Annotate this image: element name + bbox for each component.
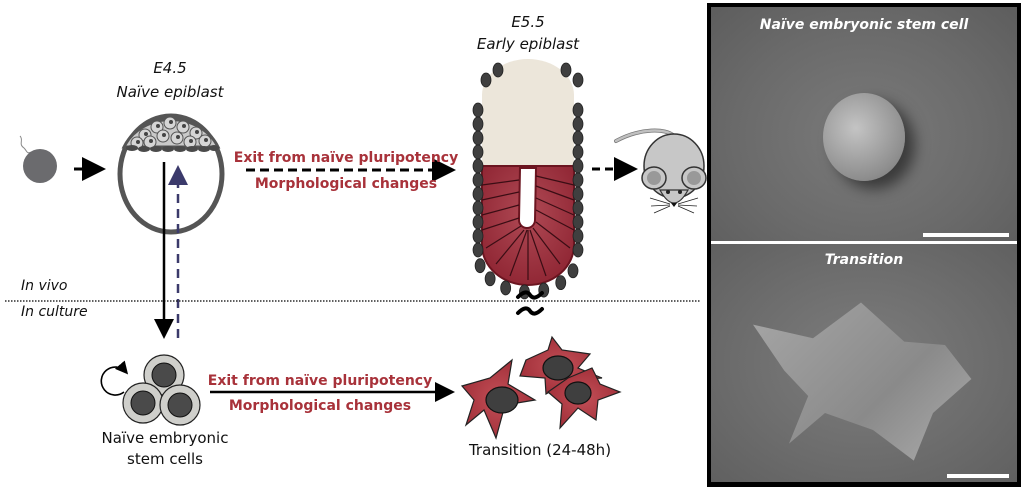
scale-bar bbox=[947, 474, 1009, 478]
egg-cylinder-icon bbox=[472, 59, 584, 300]
visceral-endoderm-cell bbox=[472, 242, 484, 258]
visceral-endoderm-cell bbox=[472, 186, 484, 202]
visceral-endoderm-cell bbox=[474, 258, 486, 274]
visceral-endoderm-cell bbox=[572, 130, 584, 146]
sem-image-transition: Transition bbox=[711, 244, 1017, 482]
visceral-endoderm-cell bbox=[572, 116, 584, 132]
visceral-endoderm-cell bbox=[572, 214, 584, 230]
mouse-icon bbox=[614, 128, 707, 214]
visceral-endoderm-cell bbox=[472, 102, 484, 118]
visceral-endoderm-cell bbox=[572, 72, 584, 88]
visceral-endoderm-cell bbox=[472, 200, 484, 216]
blastocyst-icon bbox=[117, 113, 225, 235]
in-culture-transition-line1: Exit from naïve pluripotency bbox=[207, 373, 433, 389]
e45-stage-label: E4.5 Naïve epiblast bbox=[100, 58, 240, 102]
visceral-endoderm-cell bbox=[567, 263, 579, 279]
es-cells-icon bbox=[122, 354, 201, 426]
diagram-canvas bbox=[5, 59, 707, 440]
visceral-endoderm-cell bbox=[555, 275, 567, 291]
visceral-endoderm-cell bbox=[472, 228, 484, 244]
visceral-endoderm-cell bbox=[500, 280, 512, 296]
visceral-endoderm-cell bbox=[484, 271, 496, 287]
visceral-endoderm-cell bbox=[472, 214, 484, 230]
visceral-endoderm-cell bbox=[572, 158, 584, 174]
approx-icon bbox=[516, 290, 544, 316]
visceral-endoderm-cell bbox=[572, 200, 584, 216]
transition-cell-body bbox=[753, 302, 972, 461]
visceral-endoderm-cell bbox=[572, 102, 584, 118]
visceral-endoderm-cell bbox=[472, 172, 484, 188]
naive-esc-cell-body bbox=[823, 93, 905, 181]
visceral-endoderm-cell bbox=[472, 144, 484, 160]
visceral-endoderm-cell bbox=[572, 144, 584, 160]
transition-label: Transition (24-48h) bbox=[468, 441, 612, 459]
visceral-endoderm-cell bbox=[492, 62, 504, 78]
in-culture-transition-line2: Morphological changes bbox=[228, 398, 412, 414]
visceral-endoderm-cell bbox=[480, 72, 492, 88]
visceral-endoderm-cell bbox=[472, 116, 484, 132]
e55-name: Early epiblast bbox=[476, 35, 580, 53]
sem-panel: Naïve embryonic stem cell Transition bbox=[707, 3, 1021, 487]
in-culture-label: In culture bbox=[21, 304, 88, 320]
visceral-endoderm-cell bbox=[472, 130, 484, 146]
sem-divider bbox=[711, 241, 1017, 244]
visceral-endoderm-cell bbox=[560, 62, 572, 78]
e45-name: Naïve epiblast bbox=[116, 83, 224, 101]
visceral-endoderm-cell bbox=[572, 242, 584, 258]
e55-stage-label: E5.5 Early epiblast bbox=[458, 12, 598, 54]
visceral-endoderm-cell bbox=[572, 172, 584, 188]
in-vivo-transition-line2: Morphological changes bbox=[254, 176, 438, 192]
transition-cells-icon bbox=[460, 335, 622, 440]
zygote-icon bbox=[19, 135, 57, 183]
sem-title-naive-esc: Naïve embryonic stem cell bbox=[759, 17, 969, 33]
scale-bar bbox=[923, 233, 1009, 237]
e45-day: E4.5 bbox=[153, 59, 187, 77]
esc-label-line1: Naïve embryonic bbox=[101, 429, 229, 447]
sem-image-naive-esc: Naïve embryonic stem cell bbox=[711, 7, 1017, 241]
visceral-endoderm-cell bbox=[572, 228, 584, 244]
visceral-endoderm-cell bbox=[572, 186, 584, 202]
sem-title-transition: Transition bbox=[824, 252, 904, 268]
visceral-endoderm-cell bbox=[472, 158, 484, 174]
esc-label-line2: stem cells bbox=[127, 450, 203, 468]
in-vivo-label: In vivo bbox=[21, 278, 68, 294]
e55-day: E5.5 bbox=[511, 13, 545, 31]
esc-label: Naïve embryonic stem cells bbox=[80, 428, 250, 470]
in-vivo-transition-line1: Exit from naïve pluripotency bbox=[233, 150, 459, 166]
self-renewal-icon bbox=[100, 360, 129, 396]
